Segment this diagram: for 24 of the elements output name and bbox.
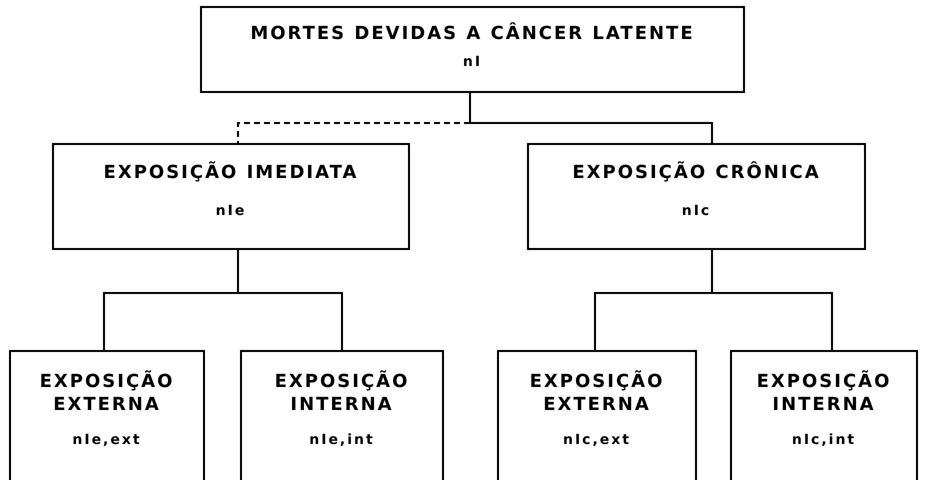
box-title: EXPOSIÇÃO CRÔNICA xyxy=(572,161,821,184)
box xyxy=(200,6,745,93)
variable-label: nIc,ext xyxy=(562,430,631,449)
variable-label: nIe xyxy=(216,202,246,221)
box xyxy=(9,350,205,480)
connector-line xyxy=(469,93,713,143)
box-title: MORTES DEVIDAS A CÂNCER LATENTE xyxy=(250,22,695,46)
box-title: EXPOSIÇÃO EXTERNA xyxy=(38,370,176,417)
box xyxy=(52,143,410,250)
box xyxy=(730,350,918,480)
variable-label: nIc xyxy=(682,202,712,221)
variable-label: nI xyxy=(462,53,482,72)
variable-label: nIe,int xyxy=(309,430,375,449)
box-title: EXPOSIÇÃO INTERNA xyxy=(274,370,410,417)
box-title: EXPOSIÇÃO IMEDIATA xyxy=(104,161,358,184)
box xyxy=(240,350,444,480)
box-title: EXPOSIÇÃO EXTERNA xyxy=(528,370,666,417)
variable-label: nIc,int xyxy=(792,430,856,449)
connector-line xyxy=(237,250,343,350)
variable-label: nIe,ext xyxy=(72,430,142,449)
box xyxy=(527,143,866,250)
box xyxy=(497,350,697,480)
box-title: EXPOSIÇÃO INTERNA xyxy=(756,370,892,417)
connector-line xyxy=(711,250,833,350)
